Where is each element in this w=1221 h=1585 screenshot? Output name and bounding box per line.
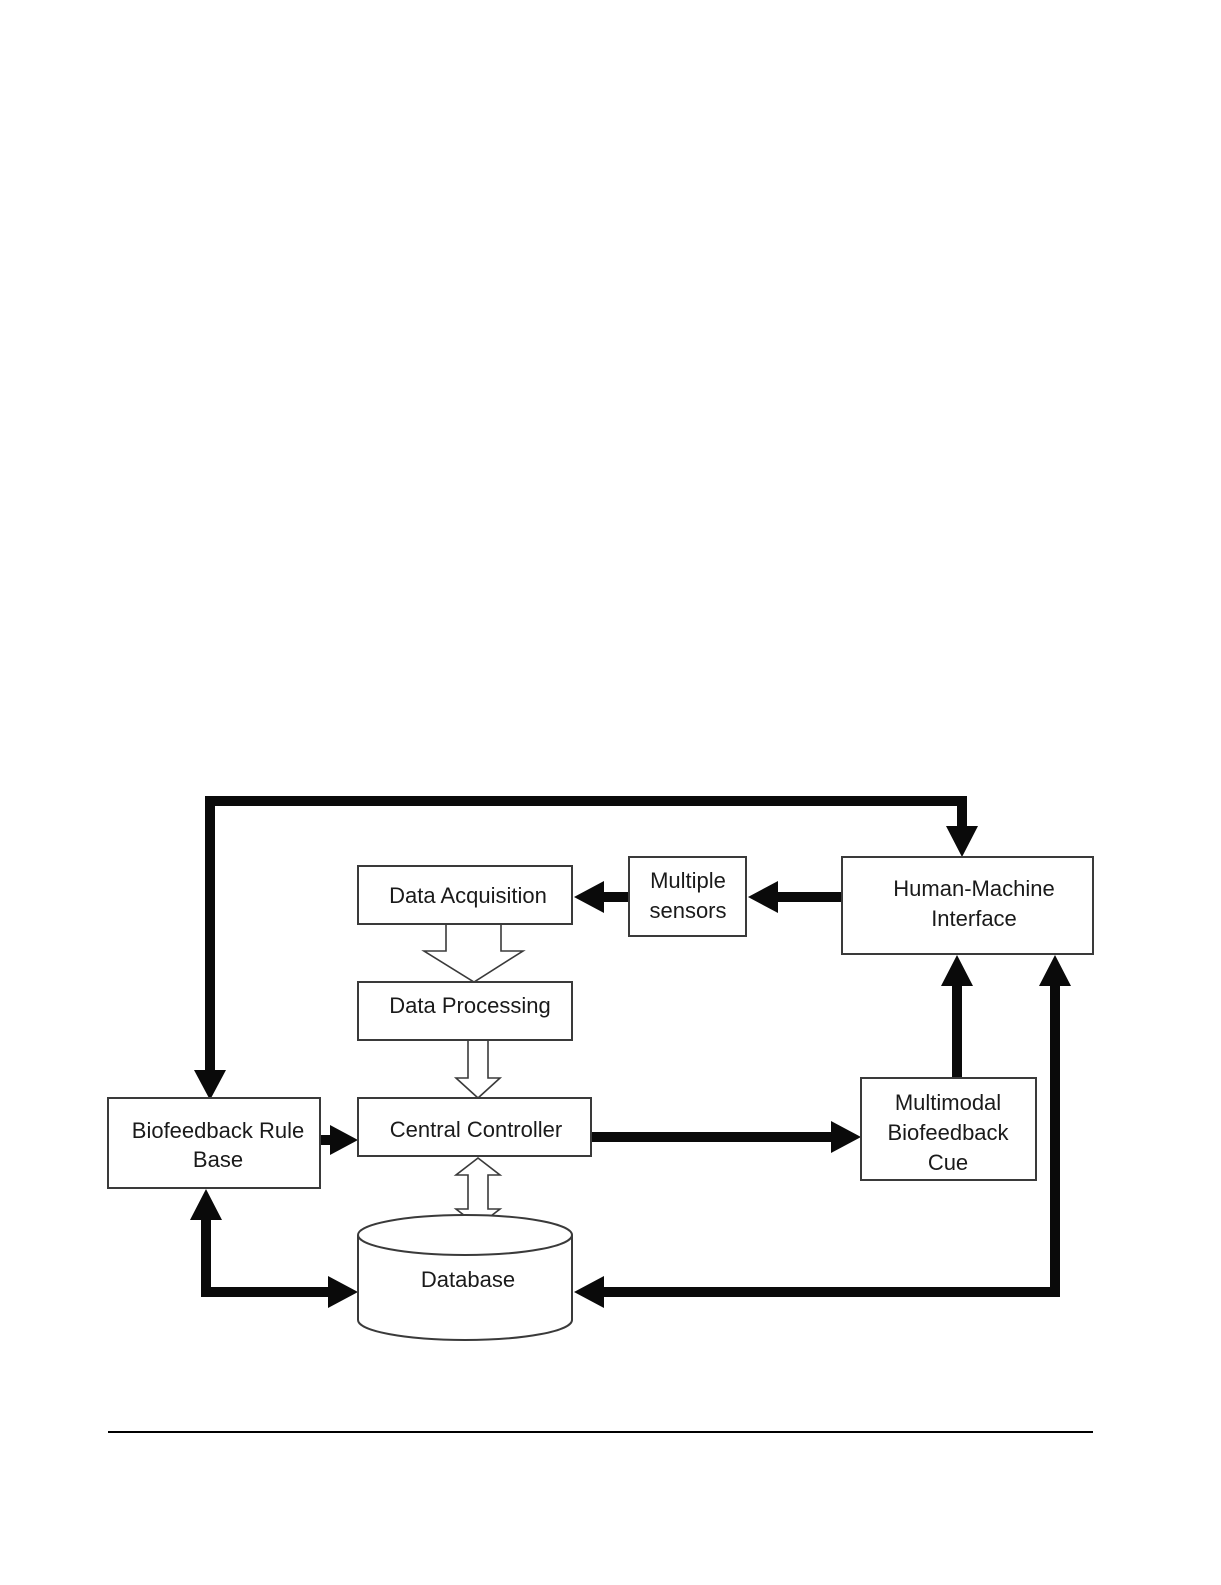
node-human-machine-interface: Human-Machine Interface: [841, 856, 1094, 955]
arrowhead-up-rulebase: [190, 1189, 222, 1220]
arrowhead-left-database: [574, 1276, 604, 1308]
label-central-controller: Central Controller: [390, 1117, 562, 1142]
label-multimodal-line2: Biofeedback: [887, 1120, 1009, 1145]
database-cylinder-top: [357, 1214, 573, 1256]
edge-hmi-sensors: [748, 881, 842, 913]
label-rule-base-line1: Biofeedback Rule: [132, 1118, 304, 1143]
node-data-acquisition: Data Acquisition: [357, 865, 573, 925]
hollow-arrow-processing-controller: [453, 1039, 503, 1100]
edge-hmi-database: [574, 955, 1071, 1308]
arrowhead-left-sensors: [748, 881, 778, 913]
arrowhead-up-hmi-1: [941, 955, 973, 986]
label-multimodal-line1: Multimodal: [895, 1090, 1001, 1115]
database-cylinder-body: [357, 1235, 573, 1341]
node-multiple-sensors: Multiple sensors: [628, 856, 747, 937]
label-database: Database: [421, 1267, 515, 1292]
edge-sensors-acquisition: [574, 881, 629, 913]
label-multiple-sensors-line1: Multiple: [650, 868, 726, 893]
edge-controller-multimodal: [591, 1121, 861, 1153]
edge-rulebase-controller: [320, 1125, 358, 1155]
label-data-acquisition: Data Acquisition: [389, 883, 547, 908]
node-database: Database: [357, 1214, 573, 1341]
label-multimodal-line3: Cue: [928, 1150, 968, 1175]
arrowhead-right-controller: [330, 1125, 358, 1155]
arrowhead-right-database: [328, 1276, 358, 1308]
edge-multimodal-hmi: [941, 955, 973, 1078]
edge-hmi-rulebase: [194, 796, 978, 1100]
label-data-processing: Data Processing: [389, 993, 550, 1018]
node-biofeedback-rule-base: Biofeedback Rule Base: [107, 1097, 321, 1189]
node-central-controller: Central Controller: [357, 1097, 592, 1157]
label-rule-base-line2: Base: [193, 1147, 243, 1172]
arrowhead-down-rulebase: [194, 1070, 226, 1100]
node-data-processing: Data Processing: [357, 981, 573, 1041]
hollow-arrow-acquisition-processing: [421, 923, 526, 983]
node-multimodal-biofeedback-cue: Multimodal Biofeedback Cue: [860, 1077, 1037, 1181]
arrowhead-left-acquisition: [574, 881, 604, 913]
label-multiple-sensors-line2: sensors: [649, 898, 726, 923]
label-hmi-line1: Human-Machine: [893, 876, 1054, 901]
label-hmi-line2: Interface: [931, 906, 1017, 931]
arrowhead-down-hmi: [946, 826, 978, 857]
arrowhead-right-multimodal: [831, 1121, 861, 1153]
edge-database-rulebase: [190, 1189, 358, 1308]
arrowhead-up-hmi-2: [1039, 955, 1071, 986]
